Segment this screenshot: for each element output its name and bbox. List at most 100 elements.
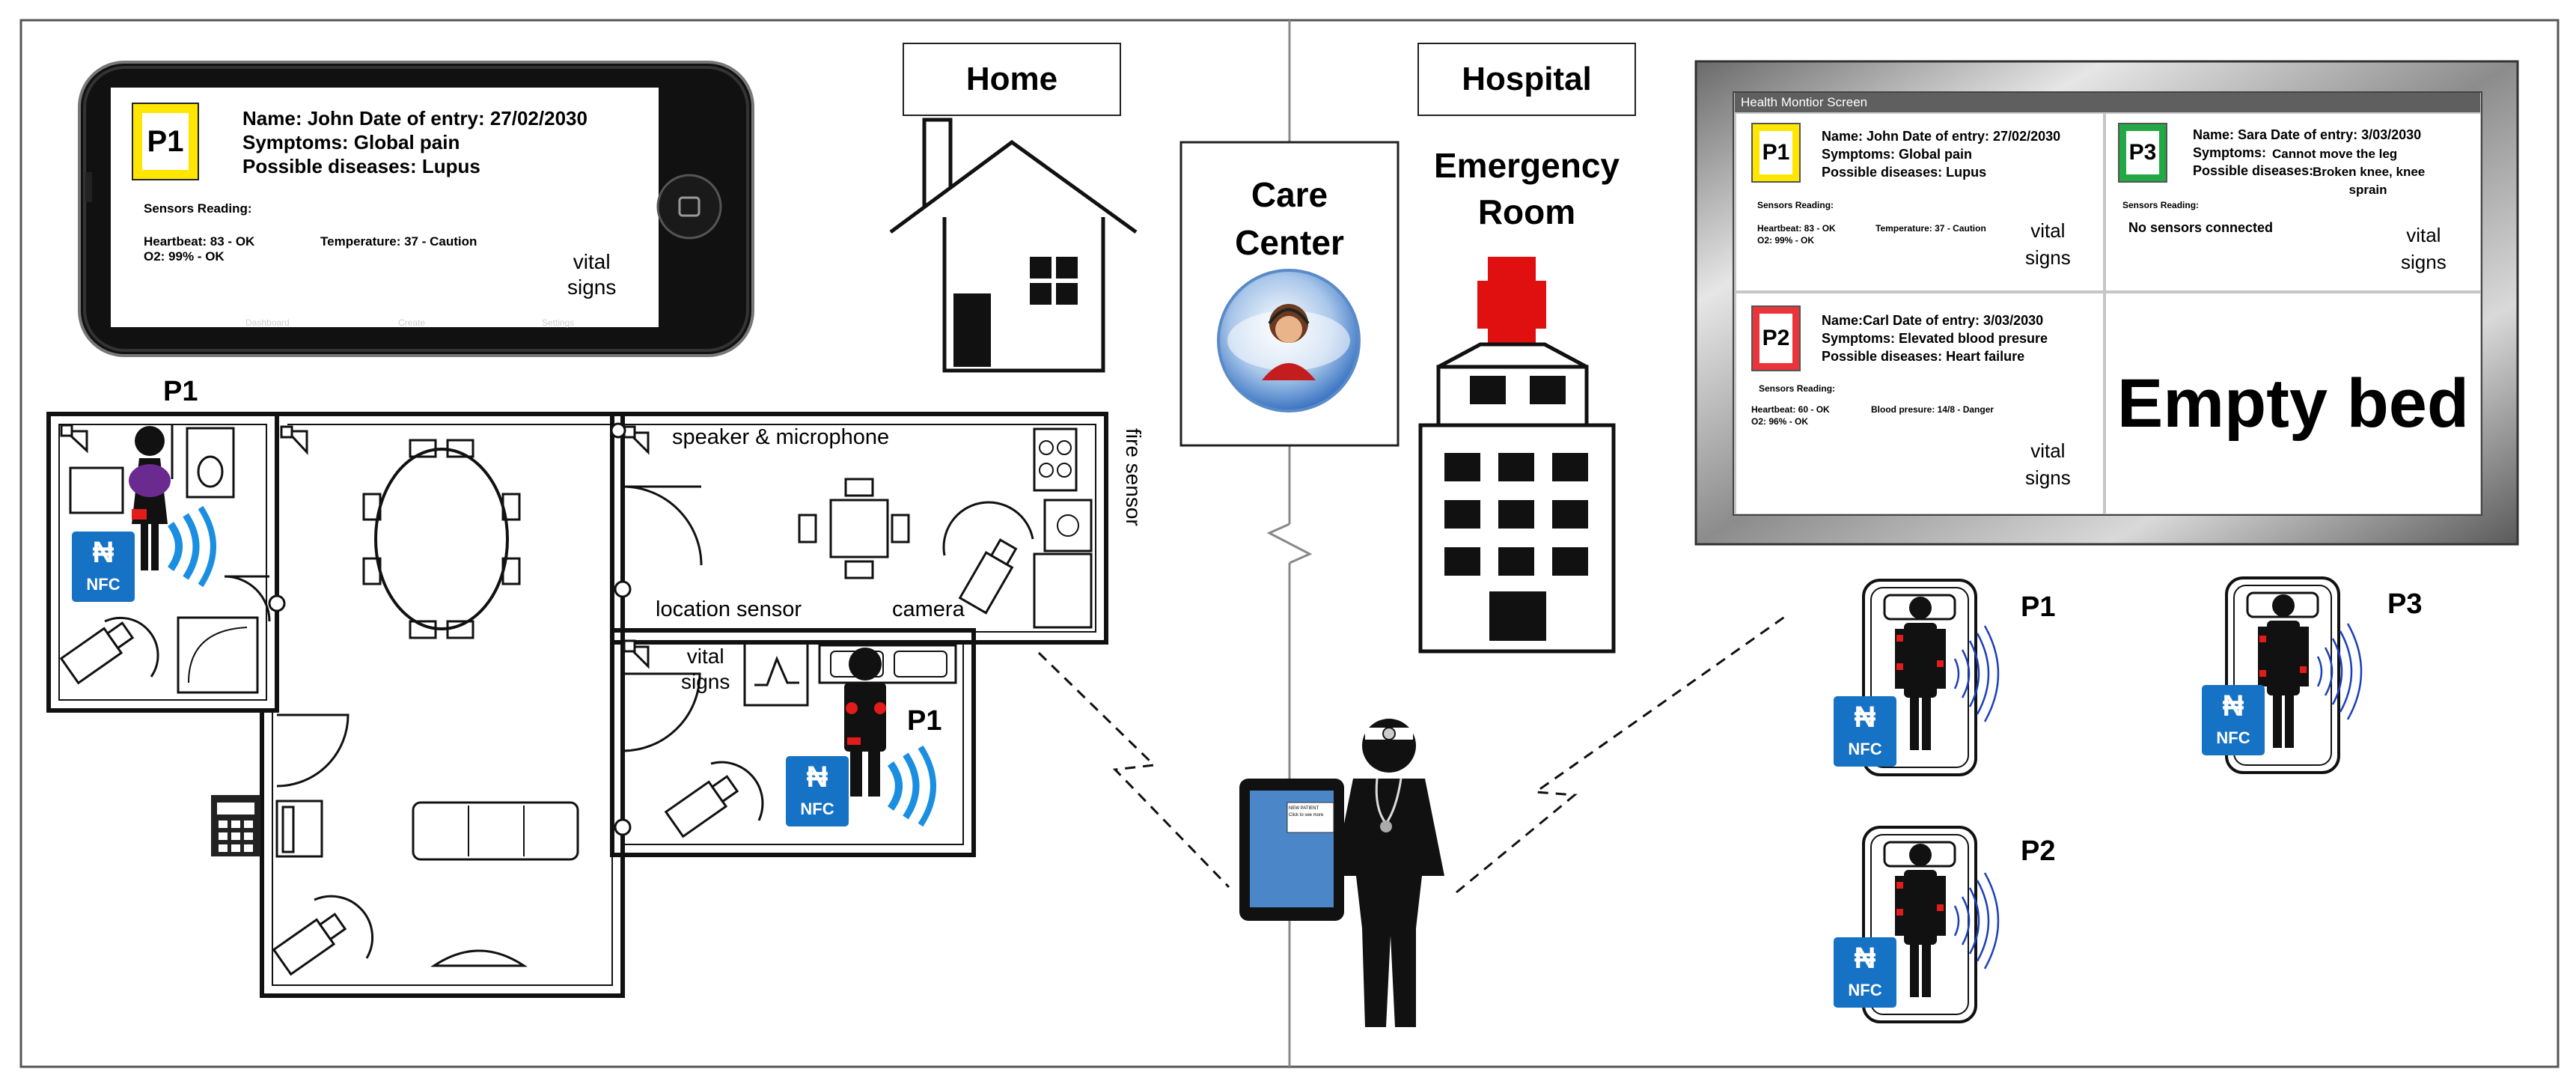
monitor-title: Health Montior Screen	[1741, 95, 1868, 109]
phone-vital-line1: vital	[573, 250, 611, 273]
phone-tab-dashboard[interactable]: Dashboard	[245, 317, 290, 328]
nfc-icon: ₦	[2222, 689, 2244, 722]
nfc-icon: ₦	[1854, 942, 1876, 975]
floorplan-vital-line1: vital	[686, 645, 724, 668]
phone-vital-signs: vital signs	[567, 249, 616, 300]
emergency-room-title: Emergency Room	[1407, 142, 1646, 235]
phone-vital-line2: signs	[567, 275, 617, 299]
monitor-p1-o2: O2: 99% - OK	[1757, 235, 1815, 246]
tablet-text: NEW PATIENT Click to see more	[1289, 806, 1334, 819]
monitor-p3-no-sensors: No sensors connected	[2128, 220, 2274, 235]
monitor-pane-p3[interactable]: P3 Name: Sara Date of entry: 3/03/2030 S…	[2106, 114, 2480, 290]
fire-sensor-label: fire sensor	[1122, 428, 1145, 526]
monitor-p3-diseases-prefix: Possible diseases:	[2193, 163, 2314, 178]
monitor-p3-badge-text: P3	[2128, 140, 2157, 165]
home-label-box: Home	[903, 43, 1121, 116]
monitor-p3-diseases-value1: Broken knee, knee	[2313, 165, 2426, 179]
monitor-p1-temperature: Temperature: 37 - Caution	[1875, 223, 1986, 234]
floorplan-vital-signs: vital signs	[681, 644, 730, 695]
patient-figure-bathroom	[129, 426, 171, 570]
signal-link-home	[1037, 651, 1230, 889]
bedroom-p1-label: P1	[907, 705, 942, 737]
monitor-p3-badge: P3	[2118, 123, 2167, 183]
floorplan-p1-label: P1	[163, 376, 198, 407]
phone-o2: O2: 99% - OK	[144, 249, 225, 264]
speaker-icon	[60, 424, 650, 669]
monitor-p2-vital-line1: vital	[2030, 439, 2066, 462]
monitor-p1-vital-line1: vital	[2030, 219, 2066, 242]
monitor-p2-badge-text: P2	[1762, 326, 1790, 350]
monitor-p1-badge-text: P1	[1762, 140, 1790, 165]
tablet-line1: NEW PATIENT	[1289, 806, 1319, 811]
monitor-pane-p2[interactable]: P2 Name:Carl Date of entry: 3/03/2030 Sy…	[1736, 293, 2103, 514]
hospital-label: Hospital	[1462, 61, 1592, 97]
telephone-icon	[211, 795, 323, 858]
location-sensor-label: location sensor	[656, 597, 802, 621]
nfc-label-bedroom: NFC	[800, 800, 834, 818]
phone-name-line: Name: John Date of entry: 27/02/2030	[242, 107, 587, 130]
nfc-tag-bedroom	[786, 745, 936, 827]
phone-tab-settings[interactable]: Settings	[542, 317, 575, 328]
monitor-p3-sensors-title: Sensors Reading:	[2122, 200, 2200, 210]
nfc-label-bathroom: NFC	[86, 575, 120, 594]
care-center-line2: Center	[1235, 223, 1344, 262]
nfc-label-bed-p2: NFC	[1848, 981, 1882, 999]
care-center-box	[1179, 141, 1400, 447]
smartphone	[78, 61, 754, 357]
phone-symptoms-line: Symptoms: Global pain	[242, 131, 460, 153]
tablet-line2[interactable]: Click to see more	[1289, 813, 1324, 817]
monitor-p2-vital-signs: vital signs	[2025, 437, 2071, 491]
phone-badge-text: P1	[147, 124, 184, 158]
phone-screen: P1 Name: John Date of entry: 27/02/2030 …	[111, 88, 659, 327]
monitor-pane-empty[interactable]: Empty bed	[2106, 293, 2480, 514]
monitor-p1-vital-line2: signs	[2025, 246, 2071, 269]
phone-diseases-line: Possible diseases: Lupus	[242, 155, 480, 177]
location-sensor-icon	[268, 422, 632, 836]
monitor-pane-p1[interactable]: P1 Name: John Date of entry: 27/02/2030 …	[1736, 114, 2103, 290]
monitor-p2-diseases: Possible diseases: Heart failure	[1822, 349, 2025, 364]
monitor-titlebar: Health Montior Screen	[1735, 93, 2480, 112]
nfc-label-bed-p3: NFC	[2216, 728, 2250, 747]
house-icon	[889, 118, 1138, 373]
monitor-p2-badge: P2	[1751, 305, 1801, 371]
doctor-figure	[1334, 719, 1444, 1027]
care-center-title: Care Center	[1181, 171, 1398, 267]
phone-heartbeat: Heartbeat: 83 - OK	[144, 234, 255, 249]
monitor-p1-badge: P1	[1751, 123, 1801, 183]
nfc-icon: ₦	[92, 536, 115, 569]
phone-patient-badge: P1	[132, 103, 199, 180]
nfc-icon: ₦	[1854, 701, 1876, 734]
care-center-line1: Care	[1251, 175, 1328, 214]
monitor-p2-name: Name:Carl Date of entry: 3/03/2030	[1822, 313, 2044, 328]
bed-p2-label: P2	[2021, 835, 2056, 867]
home-label: Home	[965, 61, 1058, 97]
nfc-icon: ₦	[806, 761, 828, 794]
hospital-label-box: Hospital	[1417, 43, 1636, 116]
monitor-p1-diseases: Possible diseases: Lupus	[1822, 165, 1987, 180]
nfc-tag-bathroom	[72, 505, 216, 602]
phone-tabbar: Dashboard Create Settings	[225, 317, 644, 331]
monitor-p1-symptoms: Symptoms: Global pain	[1822, 147, 1973, 162]
tablet-device	[1239, 779, 1344, 921]
monitor-p2-o2: O2: 96% - OK	[1751, 416, 1809, 427]
hospital-building-icon	[1418, 257, 1616, 654]
bed-p1-label: P1	[2021, 591, 2056, 623]
camera-label: camera	[892, 597, 965, 621]
phone-temperature: Temperature: 37 - Caution	[320, 234, 477, 249]
monitor-p2-sensors-title: Sensors Reading:	[1759, 383, 1836, 394]
empty-bed-label: Empty bed	[2116, 365, 2470, 442]
emergency-room-line1: Emergency	[1433, 146, 1620, 185]
monitor-p1-name: Name: John Date of entry: 27/02/2030	[1822, 129, 2061, 144]
phone-tab-create[interactable]: Create	[398, 317, 426, 328]
monitor-p3-vital-line2: signs	[2401, 251, 2447, 273]
monitor-p1-sensors-title: Sensors Reading:	[1757, 200, 1834, 210]
floor-plan	[46, 412, 1108, 998]
hospital-bed-p2	[1834, 826, 2000, 1023]
monitor-p3-symptoms-prefix: Symptoms:	[2193, 145, 2267, 160]
monitor-p3-vital-signs: vital signs	[2401, 222, 2447, 275]
floorplan-vital-line2: signs	[681, 670, 730, 693]
monitor-p1-vital-signs: vital signs	[2025, 217, 2071, 271]
bed-p3-label: P3	[2387, 588, 2423, 620]
monitor-p3-symptoms-value: Cannot move the leg	[2272, 147, 2398, 161]
